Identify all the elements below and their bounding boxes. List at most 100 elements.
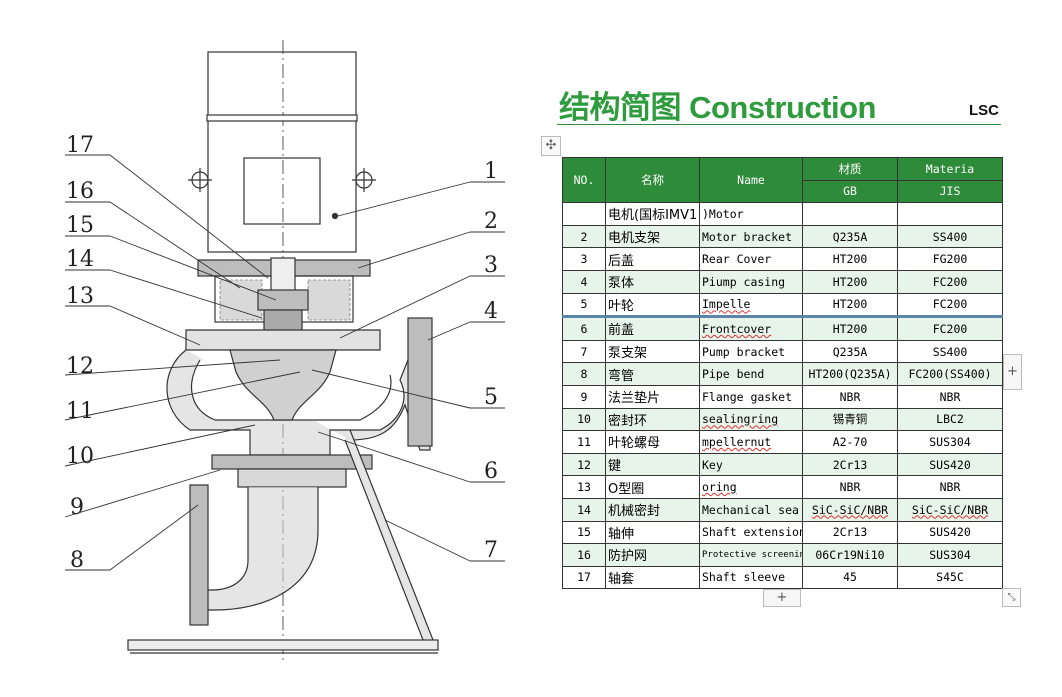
cell-name-cn[interactable]: 轴伸	[605, 520, 700, 545]
cell-jis[interactable]: SUS304	[897, 430, 1003, 454]
cell-jis[interactable]: NBR	[897, 475, 1003, 499]
cell-no[interactable]: 8	[562, 362, 606, 386]
cell-jis[interactable]: NBR	[897, 384, 1003, 409]
cell-gb[interactable]: 2Cr13	[802, 520, 898, 545]
cell-name-cn[interactable]: 防护网	[605, 543, 700, 567]
cell-name-en[interactable]: sealingring	[699, 407, 803, 432]
cell-name-en[interactable]: oring	[699, 475, 803, 499]
cell-name-en[interactable]: Shaft sleeve	[699, 565, 803, 590]
callout-3: 3	[484, 253, 498, 278]
cell-jis[interactable]: SUS420	[897, 520, 1003, 545]
cell-name-cn[interactable]: 叶轮螺母	[605, 430, 700, 454]
cell-name-cn[interactable]: 前盖	[605, 315, 700, 341]
cell-gb[interactable]: 锡青铜	[802, 407, 898, 432]
cell-no[interactable]: 17	[562, 565, 606, 590]
cell-name-en[interactable]: Key	[699, 452, 803, 477]
page-title: 结构简图 Construction	[559, 90, 877, 125]
cell-name-en[interactable]: )Motor	[699, 202, 803, 226]
cell-name-cn[interactable]: 键	[605, 452, 700, 477]
cell-name-en[interactable]: Protective screening	[699, 543, 803, 567]
cell-gb[interactable]: NBR	[802, 384, 898, 409]
pipe-bend	[194, 487, 319, 611]
cell-no[interactable]: 7	[562, 339, 606, 364]
cell-jis[interactable]: S45C	[897, 565, 1003, 590]
cell-jis[interactable]: FC200	[897, 292, 1003, 318]
table-resize-icon[interactable]: ⤡	[1002, 588, 1021, 607]
cell-jis[interactable]: LBC2	[897, 407, 1003, 432]
cell-name-en[interactable]: Rear Cover	[699, 247, 803, 271]
cell-gb[interactable]: NBR	[802, 475, 898, 499]
cell-jis[interactable]: FC200(SS400)	[897, 362, 1003, 386]
cell-name-cn[interactable]: 轴套	[605, 565, 700, 590]
cell-name-en[interactable]: Frontcover	[699, 315, 803, 341]
cell-no[interactable]: 5	[562, 292, 606, 318]
cell-name-cn[interactable]: 法兰垫片	[605, 384, 700, 409]
header-material-en: Materia	[897, 157, 1003, 181]
cell-gb[interactable]	[802, 202, 898, 226]
cell-name-en[interactable]: Pump bracket	[699, 339, 803, 364]
cell-gb[interactable]: 45	[802, 565, 898, 590]
cell-jis[interactable]: SiC-SiC/NBR	[897, 497, 1003, 522]
cell-no[interactable]: 3	[562, 247, 606, 271]
cell-no[interactable]: 11	[562, 430, 606, 454]
cell-name-cn[interactable]: 后盖	[605, 247, 700, 271]
cell-gb[interactable]: HT200	[802, 292, 898, 318]
cell-gb[interactable]: HT200	[802, 247, 898, 271]
table-row: 17 轴套 Shaft sleeve 45 S45C	[562, 565, 1003, 590]
cell-gb[interactable]: HT200(Q235A)	[802, 362, 898, 386]
add-row-button[interactable]: +	[763, 589, 801, 607]
cell-jis[interactable]: SUS304	[897, 543, 1003, 567]
cell-no[interactable]: 2	[562, 224, 606, 249]
add-column-button[interactable]: +	[1003, 354, 1022, 390]
cell-name-cn[interactable]: 弯管	[605, 362, 700, 386]
cell-no[interactable]: 6	[562, 315, 606, 341]
cell-no[interactable]: 14	[562, 497, 606, 522]
cell-name-en[interactable]: Impelle	[699, 292, 803, 318]
cell-jis[interactable]: FG200	[897, 247, 1003, 271]
cell-gb[interactable]: A2-70	[802, 430, 898, 454]
cell-no[interactable]: 9	[562, 384, 606, 409]
cell-name-cn[interactable]: O型圈	[605, 475, 700, 499]
cell-no[interactable]: 13	[562, 475, 606, 499]
table-row: 16 防护网 Protective screening 06Cr19Ni10 S…	[562, 543, 1003, 567]
table-row: 10 密封环 sealingring 锡青铜 LBC2	[562, 407, 1003, 432]
cell-name-cn[interactable]: 机械密封	[605, 497, 700, 522]
cell-gb[interactable]: Q235A	[802, 224, 898, 249]
cell-jis[interactable]: SS400	[897, 339, 1003, 364]
cell-name-en[interactable]: Motor bracket	[699, 224, 803, 249]
cell-name-en[interactable]: Shaft extension	[699, 520, 803, 545]
cell-no[interactable]	[562, 202, 606, 226]
cell-gb[interactable]: Q235A	[802, 339, 898, 364]
brand-label: LSC	[969, 102, 999, 119]
table-move-icon[interactable]: ✣	[541, 136, 561, 156]
cell-name-en[interactable]: Mechanical sea	[699, 497, 803, 522]
cell-name-cn[interactable]: 密封环	[605, 407, 700, 432]
cell-name-en[interactable]: Flange gasket	[699, 384, 803, 409]
cell-gb[interactable]: 2Cr13	[802, 452, 898, 477]
cell-name-cn[interactable]: 叶轮	[605, 292, 700, 318]
cell-jis[interactable]: FC200	[897, 315, 1003, 341]
cell-no[interactable]: 12	[562, 452, 606, 477]
cell-no[interactable]: 15	[562, 520, 606, 545]
cell-name-en[interactable]: Piump casing	[699, 269, 803, 294]
cell-jis[interactable]: SS400	[897, 224, 1003, 249]
cell-name-cn[interactable]: 电机(国标IMV1	[605, 202, 700, 226]
table-row: 电机(国标IMV1 )Motor	[562, 202, 1003, 226]
cell-gb[interactable]: HT200	[802, 315, 898, 341]
table-row: 8 弯管 Pipe bend HT200(Q235A) FC200(SS400)	[562, 362, 1003, 386]
cell-gb[interactable]: HT200	[802, 269, 898, 294]
cell-jis[interactable]: SUS420	[897, 452, 1003, 477]
cell-no[interactable]: 4	[562, 269, 606, 294]
cell-no[interactable]: 10	[562, 407, 606, 432]
cell-jis[interactable]	[897, 202, 1003, 226]
cell-name-en[interactable]: Pipe bend	[699, 362, 803, 386]
callout-8: 8	[70, 548, 84, 573]
cell-no[interactable]: 16	[562, 543, 606, 567]
cell-name-cn[interactable]: 电机支架	[605, 224, 700, 249]
cell-name-cn[interactable]: 泵体	[605, 269, 700, 294]
cell-gb[interactable]: 06Cr19Ni10	[802, 543, 898, 567]
cell-gb[interactable]: SiC-SiC/NBR	[802, 497, 898, 522]
cell-name-en[interactable]: mpellernut	[699, 430, 803, 454]
cell-jis[interactable]: FC200	[897, 269, 1003, 294]
cell-name-cn[interactable]: 泵支架	[605, 339, 700, 364]
